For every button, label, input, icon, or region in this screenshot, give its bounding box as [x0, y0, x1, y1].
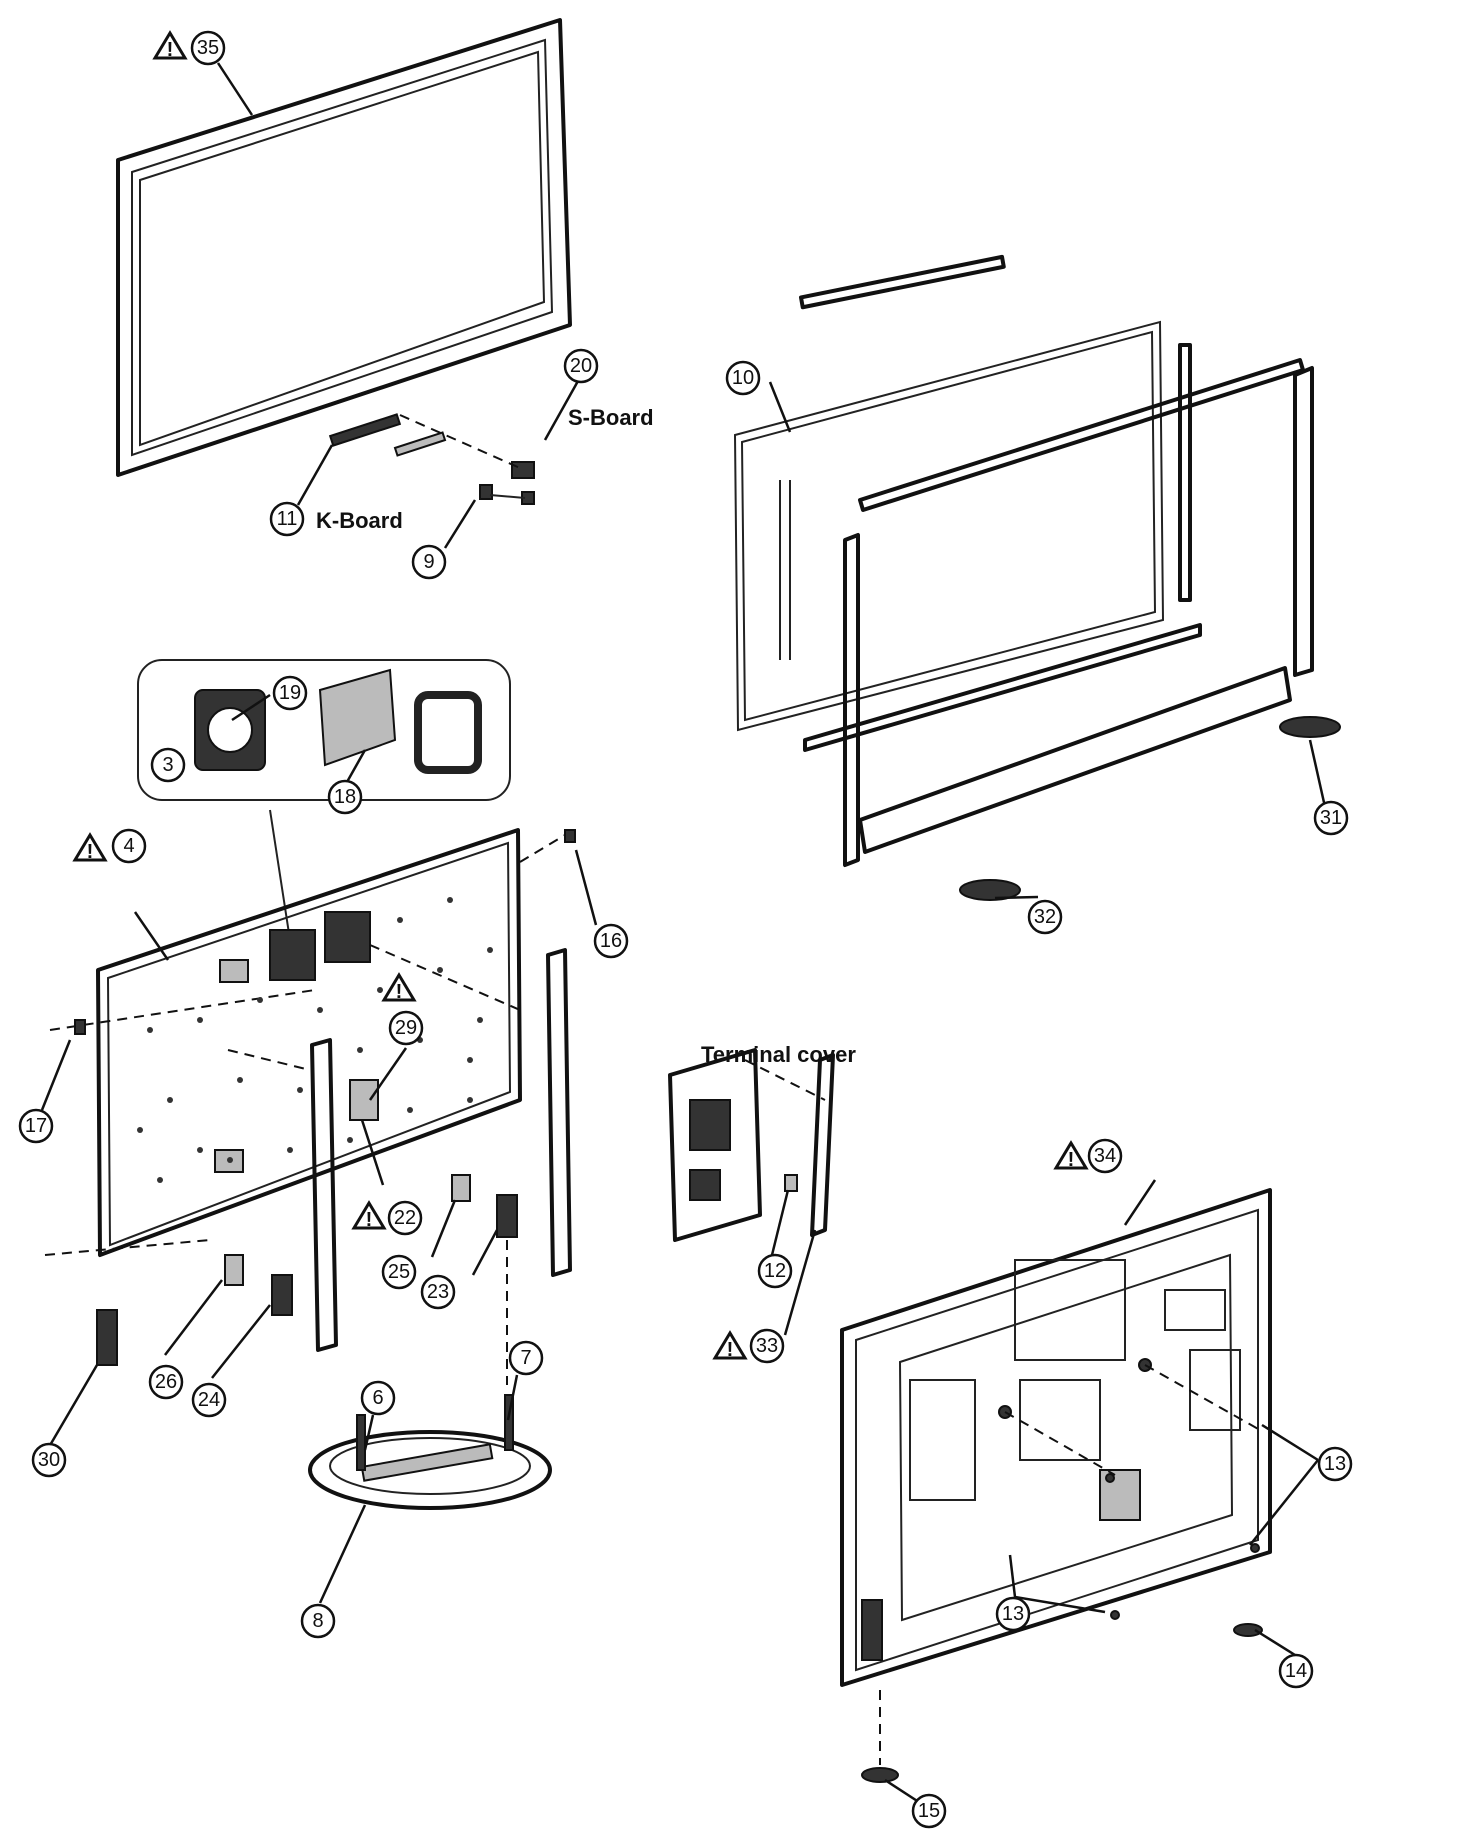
callout-11: 11: [269, 501, 305, 537]
svg-text:13: 13: [1002, 1603, 1024, 1625]
terminal-cover-label: Terminal cover: [701, 1042, 856, 1067]
callout-34: 34: [1087, 1138, 1123, 1174]
callout-4: 4: [111, 828, 147, 864]
callout-26: 26: [148, 1364, 184, 1400]
svg-text:6: 6: [372, 1387, 383, 1409]
svg-text:!: !: [167, 39, 174, 61]
callout-8: 8: [300, 1603, 336, 1639]
svg-text:20: 20: [570, 355, 592, 377]
warning-icon-33: !: [712, 1330, 748, 1361]
callout-16: 16: [593, 923, 629, 959]
callout-19: 19: [272, 675, 308, 711]
s-board-parts: [399, 414, 535, 505]
callout-13-right: 13: [1317, 1446, 1353, 1482]
svg-text:26: 26: [155, 1371, 177, 1393]
panel-frame-assembly: [733, 254, 1341, 901]
callout-17: 17: [18, 1108, 54, 1144]
callout-9: 9: [411, 544, 447, 580]
callout-14: 14: [1278, 1653, 1314, 1689]
svg-text:22: 22: [394, 1207, 416, 1229]
callout-22: 22: [387, 1200, 423, 1236]
svg-text:35: 35: [197, 37, 219, 59]
pedestal-stand: [308, 1394, 552, 1510]
svg-text:31: 31: [1320, 807, 1342, 829]
callout-25: 25: [381, 1254, 417, 1290]
svg-text:7: 7: [520, 1347, 531, 1369]
front-cabinet: [116, 18, 572, 477]
callout-15: 15: [911, 1793, 947, 1829]
speaker-31: [1279, 716, 1341, 738]
svg-text:32: 32: [1034, 906, 1056, 928]
svg-text:!: !: [727, 1339, 734, 1361]
callout-29: 29: [388, 1010, 424, 1046]
svg-text:30: 30: [38, 1449, 60, 1471]
callout-7: 7: [508, 1340, 544, 1376]
warning-icon-35: !: [152, 30, 188, 61]
terminal-board: [668, 1048, 835, 1242]
callout-3: 3: [150, 747, 186, 783]
callout-23: 23: [420, 1274, 456, 1310]
svg-text:4: 4: [123, 835, 134, 857]
warning-icon-22: !: [351, 1200, 387, 1231]
callout-35: 35: [190, 30, 226, 66]
k-board-part: [328, 413, 402, 447]
warning-icon-4: !: [72, 832, 108, 863]
svg-text:!: !: [396, 981, 403, 1003]
callout-32: 32: [1027, 899, 1063, 935]
leader-lines: [40, 62, 1327, 1810]
svg-text:14: 14: [1285, 1660, 1307, 1682]
svg-text:25: 25: [388, 1261, 410, 1283]
svg-text:!: !: [1068, 1149, 1075, 1171]
svg-text:10: 10: [732, 367, 754, 389]
callout-20: 20: [563, 348, 599, 384]
callout-10: 10: [725, 360, 761, 396]
callout-6: 6: [360, 1380, 396, 1416]
svg-text:9: 9: [423, 551, 434, 573]
svg-text:!: !: [87, 841, 94, 863]
callout-24: 24: [191, 1382, 227, 1418]
svg-text:34: 34: [1094, 1145, 1116, 1167]
warning-icon-29: !: [381, 972, 417, 1003]
svg-text:16: 16: [600, 930, 622, 952]
svg-text:8: 8: [312, 1610, 323, 1632]
svg-text:19: 19: [279, 682, 301, 704]
svg-text:29: 29: [395, 1017, 417, 1039]
warning-icon-34: !: [1053, 1140, 1089, 1171]
k-board-label: K-Board: [316, 508, 403, 533]
callout-33: 33: [749, 1328, 785, 1364]
callout-12: 12: [757, 1253, 793, 1289]
callout-13-bottom: 13: [995, 1596, 1031, 1632]
svg-text:12: 12: [764, 1260, 786, 1282]
svg-text:24: 24: [198, 1389, 220, 1411]
callout-18: 18: [327, 779, 363, 815]
svg-text:15: 15: [918, 1800, 940, 1822]
fan-inset: [137, 659, 511, 941]
svg-text:3: 3: [162, 754, 173, 776]
svg-text:33: 33: [756, 1335, 778, 1357]
svg-text:18: 18: [334, 786, 356, 808]
s-board-label: S-Board: [568, 405, 654, 430]
callout-31: 31: [1313, 800, 1349, 836]
chassis-panel: [44, 828, 576, 1257]
svg-text:11: 11: [277, 508, 298, 530]
svg-text:!: !: [366, 1209, 373, 1231]
svg-text:17: 17: [25, 1115, 47, 1137]
rear-cabinet: [840, 1188, 1272, 1783]
stand-brackets: [96, 948, 572, 1385]
callout-30: 30: [31, 1442, 67, 1478]
svg-text:23: 23: [427, 1281, 449, 1303]
svg-text:13: 13: [1324, 1453, 1346, 1475]
speaker-32: [959, 879, 1021, 901]
